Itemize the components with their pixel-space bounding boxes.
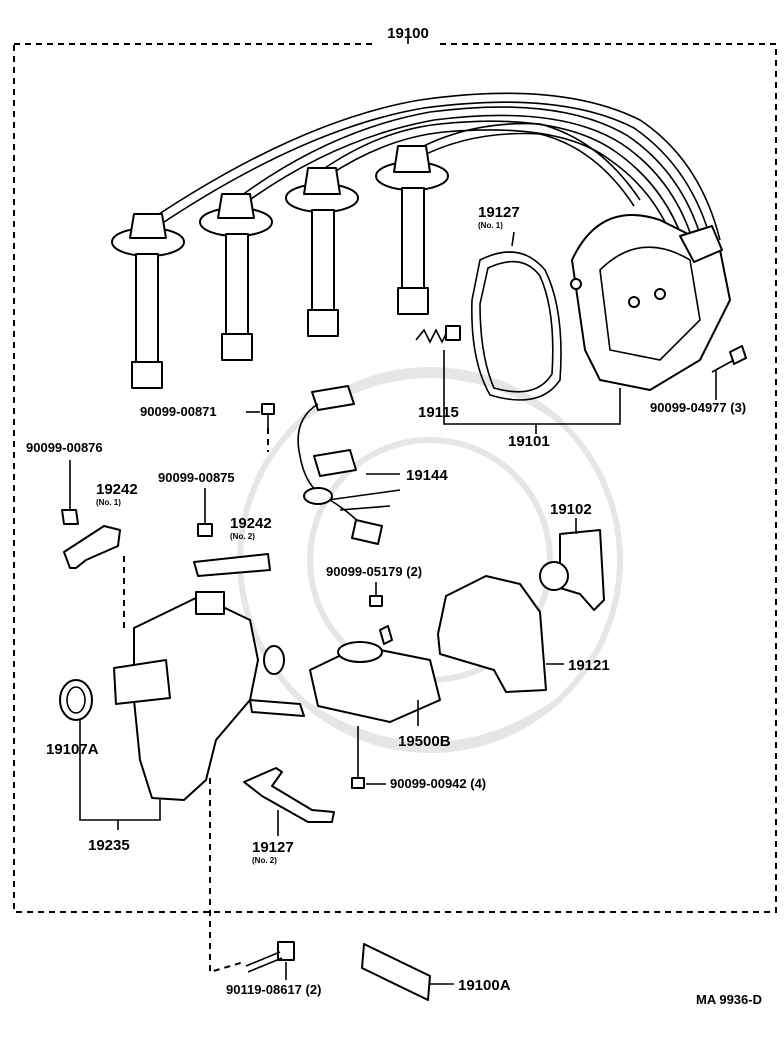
label-19107A: 19107A <box>46 741 99 758</box>
assembly-frame <box>13 30 777 913</box>
bolt-00876 <box>61 496 79 525</box>
cap-screw <box>711 345 747 373</box>
wire-harness <box>297 385 401 545</box>
igniter <box>437 575 547 693</box>
label-19235: 19235 <box>88 837 130 854</box>
label-19242-no2-sub: (No. 2) <box>230 532 255 541</box>
distributor-cap <box>570 214 731 391</box>
cap-gasket <box>471 251 562 401</box>
carbon-spring <box>415 325 461 344</box>
ignition-coil <box>309 625 441 723</box>
o-ring <box>59 679 93 721</box>
distributor-housing <box>113 591 305 801</box>
leader-lines <box>69 231 717 985</box>
label-19500B: 19500B <box>398 733 451 750</box>
label-19144: 19144 <box>406 467 448 484</box>
spark-plug-cords <box>111 92 721 389</box>
label-90099-04977: 90099-04977 (3) <box>650 400 746 415</box>
label-90099-00875: 90099-00875 <box>158 470 235 485</box>
label-19127-no2: 19127 <box>252 839 294 856</box>
bracket-no2 <box>193 553 271 577</box>
label-90099-05179: 90099-05179 (2) <box>326 564 422 579</box>
label-plate <box>361 943 431 1001</box>
bracket-no1 <box>63 525 121 569</box>
bolt-00875 <box>197 506 213 537</box>
o-ring-inner <box>66 686 86 714</box>
label-90099-00942: 90099-00942 (4) <box>390 776 486 791</box>
label-19115: 19115 <box>418 404 459 421</box>
label-19121: 19121 <box>568 657 610 674</box>
label-19100: 19100 <box>387 25 429 42</box>
label-90099-00871: 90099-00871 <box>140 404 217 419</box>
label-19242-no1: 19242 <box>96 481 138 498</box>
bolt-08617 <box>245 941 295 973</box>
cap-gasket-inner <box>479 260 554 393</box>
label-90119-08617: 90119-08617 (2) <box>226 982 321 997</box>
label-19102: 19102 <box>550 501 592 518</box>
label-19100A: 19100A <box>458 977 511 994</box>
label-19242-no2: 19242 <box>230 515 272 532</box>
label-90099-00876: 90099-00876 <box>26 440 103 455</box>
clamp-no2 <box>243 767 335 823</box>
governor-rotor <box>539 529 605 611</box>
label-19127-no1-sub: (No. 1) <box>478 221 503 230</box>
screw-00942 <box>351 726 365 789</box>
bolt-00871 <box>261 403 275 430</box>
nut-05179 <box>369 595 383 607</box>
label-19101: 19101 <box>508 433 550 450</box>
diagram-code: MA 9936-D <box>696 992 762 1007</box>
label-19127-no1: 19127 <box>478 204 520 221</box>
label-19242-no1-sub: (No. 1) <box>96 498 121 507</box>
label-19127-no2-sub: (No. 2) <box>252 856 277 865</box>
